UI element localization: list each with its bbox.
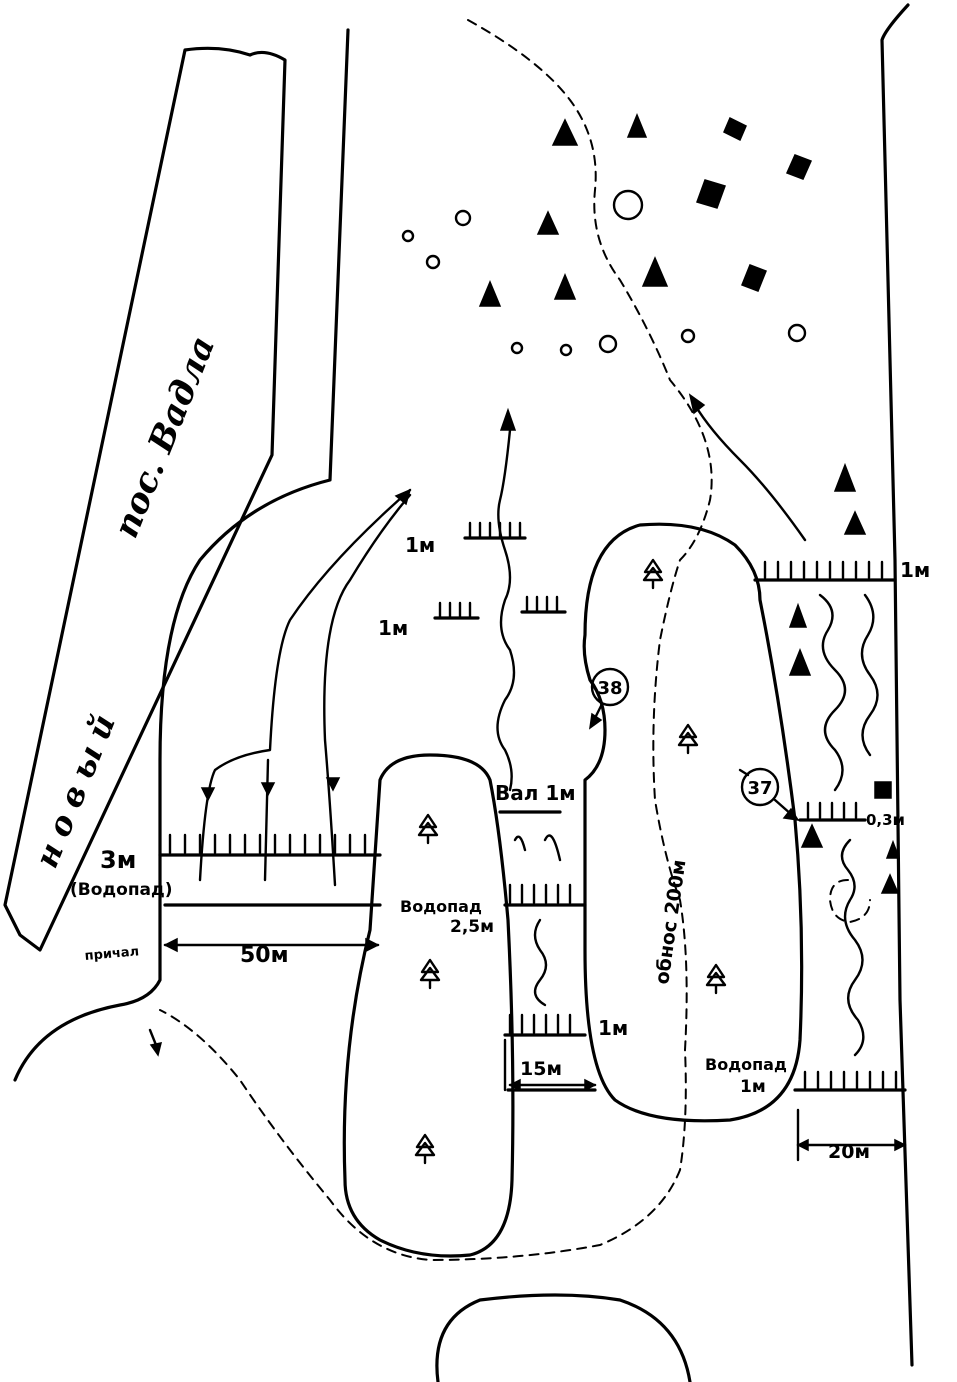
label-width-20m: 20м [828, 1141, 870, 1163]
marker-37-label: 37 [747, 778, 772, 799]
label-height-1m-b: 1м [378, 616, 408, 640]
settlement-outline [3, 46, 287, 952]
label-waterfall-1: Водопад [705, 1055, 787, 1074]
current-lines [513, 593, 879, 1057]
tree-icons [414, 558, 727, 1165]
label-waterfall-left: (Водопад) [70, 880, 173, 900]
marker-38-label: 38 [597, 678, 622, 699]
label-waterfall-25: Водопад [400, 897, 482, 916]
label-pier: причал [84, 944, 140, 964]
flow-arrows [148, 393, 807, 1057]
bottom-island [435, 1293, 692, 1382]
marker-38[interactable]: 38 [589, 667, 630, 730]
label-height-3m: 3м [100, 846, 136, 874]
label-waterfall-1-height: 1м [740, 1077, 766, 1097]
marker-37[interactable]: 37 [738, 767, 800, 821]
label-bypass: обнос 200м [651, 858, 690, 985]
portage-path [159, 19, 713, 1262]
rapids [158, 521, 907, 1092]
label-height-1m-d: 1м [900, 558, 930, 582]
obstacle-icons [401, 113, 901, 894]
label-width-50m: 50м [240, 943, 289, 968]
label-height-03m: 0,3м [866, 811, 905, 829]
label-width-15m: 15м [520, 1058, 562, 1080]
left-bank [13, 28, 350, 1082]
label-shaft: Вал 1м [495, 781, 576, 805]
right-bank [880, 3, 914, 1367]
label-waterfall-25-height: 2,5м [450, 917, 494, 937]
settlement-name-line2: пос. Вадла [106, 331, 223, 544]
island-right [582, 522, 804, 1123]
label-height-1m-a: 1м [405, 533, 435, 557]
label-height-1m-c: 1м [598, 1016, 628, 1040]
dimension-lines [163, 937, 907, 1162]
eddy-dashed [828, 879, 871, 924]
island-left [342, 753, 515, 1258]
